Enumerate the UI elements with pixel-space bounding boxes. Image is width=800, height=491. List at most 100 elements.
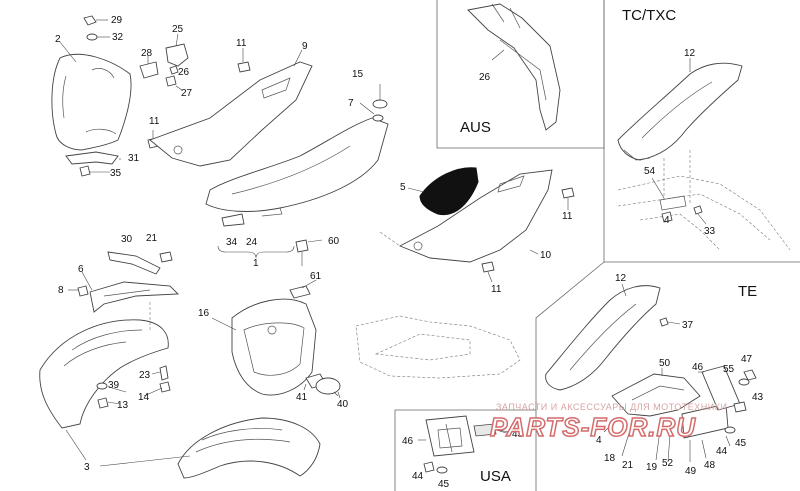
callout-33: 33 bbox=[704, 226, 716, 237]
bolt-11-d bbox=[481, 261, 495, 283]
callout-46: 46 bbox=[692, 362, 704, 373]
callout-18: 18 bbox=[604, 453, 616, 464]
front-fender-3 bbox=[39, 300, 169, 429]
callout-32: 32 bbox=[112, 32, 124, 43]
callout-43: 43 bbox=[512, 429, 524, 440]
callout-14: 14 bbox=[138, 392, 150, 403]
callout-41: 41 bbox=[296, 392, 308, 403]
te-leaders bbox=[603, 419, 731, 463]
callout-60: 60 bbox=[328, 236, 340, 247]
te-rear-fender-12 bbox=[545, 285, 661, 391]
callout-9: 9 bbox=[302, 41, 308, 52]
clip-61 bbox=[289, 285, 311, 299]
callout-31: 31 bbox=[128, 153, 140, 164]
bracket-30 bbox=[107, 251, 161, 275]
side-panel-10 bbox=[379, 169, 553, 263]
callout-11: 11 bbox=[491, 284, 502, 295]
callout-37: 37 bbox=[682, 320, 694, 331]
callout-24: 24 bbox=[246, 237, 258, 248]
bolt-14 bbox=[159, 381, 171, 393]
tc-rear-fender-12 bbox=[617, 62, 743, 161]
watermark-logo: PARTS-FOR.RU bbox=[490, 412, 696, 442]
callout-11: 11 bbox=[236, 38, 247, 49]
callout-16: 16 bbox=[198, 308, 210, 319]
airbox-outline bbox=[355, 315, 521, 379]
bolt-27 bbox=[165, 75, 183, 91]
side-panel-9 bbox=[149, 61, 313, 167]
washer-55 bbox=[738, 378, 750, 386]
filter-cover-5 bbox=[419, 167, 479, 216]
headlight-mask-16 bbox=[231, 298, 317, 396]
callout-1: 1 bbox=[253, 258, 259, 269]
region-label-tc-txc: TC/TXC bbox=[622, 7, 676, 24]
leader-54 bbox=[651, 150, 691, 204]
screw-37 bbox=[659, 317, 681, 327]
front-fender-3-lower bbox=[177, 417, 321, 479]
front-number-plate bbox=[51, 53, 132, 151]
aus-rear-fender-26 bbox=[467, 3, 561, 131]
usa-reflector bbox=[473, 423, 511, 437]
callout-49: 49 bbox=[685, 466, 697, 477]
bolt-4-a bbox=[661, 211, 673, 223]
callout-27: 27 bbox=[181, 88, 193, 99]
bracket-6 bbox=[89, 281, 180, 313]
callout-43: 43 bbox=[752, 392, 764, 403]
region-label-te: TE bbox=[738, 283, 757, 300]
screw-33 bbox=[693, 205, 707, 225]
nut-47 bbox=[743, 369, 757, 381]
region-box-usa bbox=[394, 409, 536, 491]
bolt-13 bbox=[97, 397, 109, 409]
watermark-tagline: ЗАПЧАСТИ И АКСЕССУАРЫ ДЛЯ МОТОТЕХНИКИ bbox=[496, 402, 727, 412]
callout-3: 3 bbox=[84, 462, 90, 473]
callout-61: 61 bbox=[310, 271, 322, 282]
callout-30: 30 bbox=[121, 234, 133, 245]
region-box-te bbox=[535, 261, 605, 491]
callout-26: 26 bbox=[479, 72, 491, 83]
callout-12: 12 bbox=[615, 273, 627, 284]
callout-48: 48 bbox=[704, 460, 716, 471]
callout-54: 54 bbox=[644, 166, 656, 177]
callout-10: 10 bbox=[540, 250, 552, 261]
plate-bracket bbox=[65, 151, 119, 165]
grommet-15 bbox=[372, 84, 388, 109]
washer-45-usa bbox=[436, 466, 448, 474]
callout-50: 50 bbox=[659, 358, 671, 369]
bolt-11-c bbox=[561, 187, 575, 210]
callout-labels: 29 32 2 25 28 26 27 11 9 15 7 11 31 35 5… bbox=[55, 15, 764, 490]
callout-26: 26 bbox=[178, 67, 190, 78]
bolt-26 bbox=[169, 65, 179, 75]
callout-4: 4 bbox=[664, 215, 670, 226]
washer-7 bbox=[359, 102, 384, 122]
callout-15: 15 bbox=[352, 69, 364, 80]
callout-28: 28 bbox=[141, 48, 153, 59]
seat-assembly-brace bbox=[217, 245, 295, 259]
callout-46: 46 bbox=[402, 436, 414, 447]
seat-24 bbox=[205, 117, 389, 217]
leader-3 bbox=[65, 429, 191, 467]
bolt-29 bbox=[83, 15, 108, 26]
callout-25: 25 bbox=[172, 24, 184, 35]
bolt-8 bbox=[68, 285, 89, 297]
callout-55: 55 bbox=[723, 364, 735, 375]
bolt-43-te bbox=[733, 401, 747, 413]
callout-5: 5 bbox=[400, 182, 406, 193]
screw-35 bbox=[79, 165, 110, 177]
region-label-usa: USA bbox=[480, 468, 511, 485]
region-box-tc-txc bbox=[603, 0, 800, 263]
washer-45-te bbox=[724, 426, 736, 434]
callout-2: 2 bbox=[55, 34, 61, 45]
tc-frame-sketch bbox=[617, 175, 791, 251]
callout-8: 8 bbox=[58, 285, 64, 296]
clip-28 bbox=[139, 61, 159, 79]
leader-lines bbox=[59, 33, 704, 441]
callout-39: 39 bbox=[108, 380, 120, 391]
bolt-21-a bbox=[159, 251, 173, 263]
callout-29: 29 bbox=[111, 15, 123, 26]
callout-34: 34 bbox=[226, 237, 238, 248]
callout-6: 6 bbox=[78, 264, 84, 275]
usa-plate-holder-46 bbox=[425, 415, 475, 457]
bolt-60 bbox=[295, 239, 323, 266]
bracket-50 bbox=[611, 373, 701, 417]
callout-35: 35 bbox=[110, 168, 122, 179]
callout-47: 47 bbox=[741, 354, 753, 365]
